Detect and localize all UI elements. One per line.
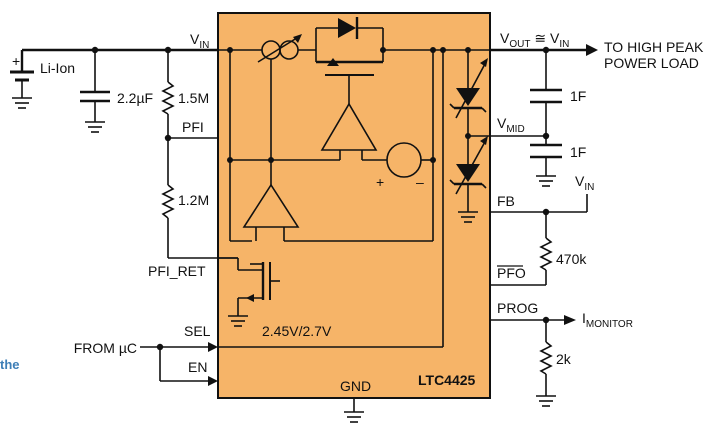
pfi-pin-label: PFI	[182, 119, 204, 135]
from-uc-wiring	[140, 342, 218, 386]
resistor-1-5m	[161, 50, 175, 185]
prog-pin-label: PROG	[497, 300, 538, 316]
load-label-line2: POWER LOAD	[604, 55, 699, 71]
vout-arrow-icon	[586, 44, 598, 56]
pass-transistor-icon	[315, 50, 384, 104]
battery-symbol	[10, 50, 34, 109]
voltage-source-minus: –	[416, 174, 424, 190]
chip-ground	[344, 398, 364, 423]
resistor-470k-label: 470k	[556, 251, 587, 267]
from-uc-label: FROM µC	[74, 340, 137, 356]
sel-pin-label: SEL	[184, 323, 211, 339]
voltage-source-plus: +	[376, 174, 384, 190]
resistor-2k-label: 2k	[556, 351, 572, 367]
load-label-line1: TO HIGH PEAK	[604, 39, 704, 55]
pullup-vin-label: VIN	[575, 173, 594, 193]
input-capacitor-label: 2.2µF	[117, 90, 153, 106]
fb-pin-label: FB	[497, 193, 515, 209]
supercap-stack	[530, 50, 562, 187]
resistor-470k	[490, 212, 553, 286]
supercap-top-label: 1F	[570, 88, 586, 104]
battery-plus-label: +	[12, 53, 20, 69]
imonitor-label: IMONITOR	[582, 310, 633, 330]
vout-label: VOUT ≅ VIN	[500, 30, 569, 50]
input-capacitor	[80, 50, 110, 133]
pfo-pin-label: PFO	[497, 265, 526, 281]
vin-pin-label: VIN	[190, 31, 209, 51]
threshold-label: 2.45V/2.7V	[262, 323, 332, 339]
pfi-ret-transistor-icon	[228, 258, 280, 327]
current-source-icon	[257, 34, 302, 63]
pfi-ret-pin-label: PFI_RET	[148, 263, 206, 279]
lower-amplifier	[242, 183, 433, 242]
chip-name-label: LTC4425	[418, 372, 476, 388]
gnd-pin-label: GND	[340, 378, 371, 394]
resistor-1-5m-label: 1.5M	[178, 90, 209, 106]
ltc4425-chip-body	[217, 12, 491, 399]
battery-label: Li-Ion	[40, 60, 75, 76]
en-pin-label: EN	[188, 359, 207, 375]
resistor-1-2m-label: 1.2M	[178, 192, 209, 208]
vmid-label: VMID	[497, 115, 525, 135]
supercap-bottom-label: 1F	[570, 144, 586, 160]
side-text-fragment: the	[0, 357, 20, 372]
imonitor-arrow-icon	[564, 315, 576, 325]
upper-amplifier	[230, 102, 387, 161]
resistor-2k	[536, 320, 556, 407]
